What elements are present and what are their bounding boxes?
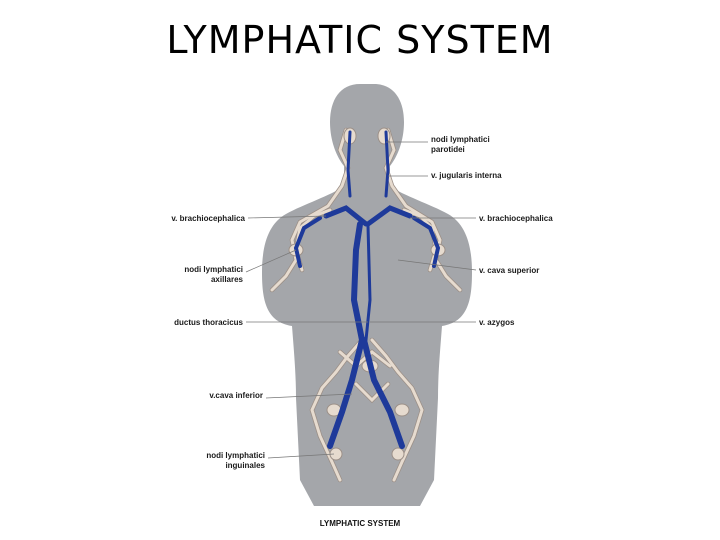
veins <box>293 130 441 449</box>
label-ductus: ductus thoracicus <box>174 318 243 327</box>
slide-title: LYMPHATIC SYSTEM <box>166 18 554 62</box>
label-cava-superior: v. cava superior <box>479 266 539 275</box>
label-nodi-parotidei-2: parotidei <box>431 145 465 154</box>
label-axillares-2: axillares <box>211 275 244 284</box>
leader-lines <box>245 141 477 459</box>
label-brachio-left: v. brachiocephalica <box>171 214 245 223</box>
label-brachio-right: v. brachiocephalica <box>479 214 553 223</box>
label-jugularis: v. jugularis interna <box>431 171 502 180</box>
label-azygos: v. azygos <box>479 318 515 327</box>
label-cava-inferior: v.cava inferior <box>209 391 263 400</box>
label-axillares-1: nodi lymphatici <box>184 265 243 274</box>
figure-caption: LYMPHATIC SYSTEM <box>320 519 401 528</box>
label-inguinales-2: inguinales <box>225 461 265 470</box>
label-inguinales-1: nodi lymphatici <box>206 451 265 460</box>
label-nodi-parotidei-1: nodi lymphatici <box>431 135 490 144</box>
